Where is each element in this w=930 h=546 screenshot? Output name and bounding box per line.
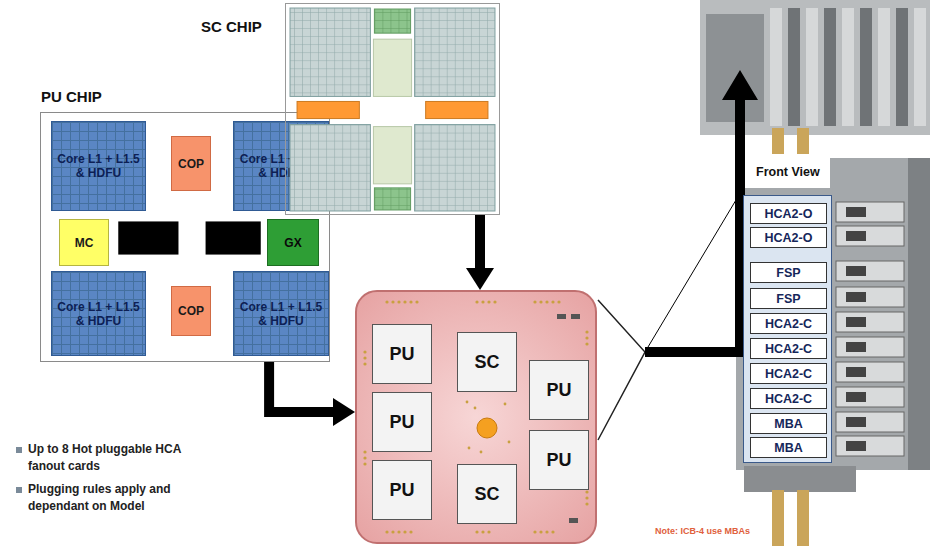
chip-outline: PU CHIPCore L1 + L1.5 & HDFUCOPCore L1 +… (40, 112, 330, 362)
card-connectors (836, 202, 904, 456)
box-label: PU (389, 344, 414, 365)
cooling-pipe (772, 490, 784, 546)
bullet-note: Up to 8 Hot pluggable HCA fanout cards (28, 441, 186, 475)
book-slot (896, 8, 908, 126)
cooling-pipe (772, 128, 784, 154)
core-block: Core L1 + L1.5 & HDFU (51, 271, 146, 356)
box-label: Core L1 + L1.5 & HDFU (54, 152, 143, 180)
box-label: MC (75, 236, 94, 250)
zoom-line (598, 300, 645, 440)
flow-arrow (269, 362, 355, 426)
core-block: Core L1 + L1.5 & HDFU (51, 121, 146, 211)
box-label: HCA2-C (765, 367, 812, 381)
sc-chip: SC (457, 464, 517, 524)
bullet (16, 447, 22, 453)
cooling-pipe (797, 128, 809, 154)
book-slot (878, 8, 890, 126)
chip-title: SC CHIP (201, 18, 262, 35)
box-label: MBA (774, 417, 802, 431)
mc-block: MC (59, 219, 109, 266)
fanout-card: HCA2-C (750, 388, 827, 409)
pu-chip: PU (372, 324, 432, 384)
mcm-module: PU SC PU PU PU PU SC (355, 290, 597, 544)
book-slot (806, 8, 818, 126)
fanout-card: HCA2-C (750, 338, 827, 359)
box-label: HCA2-C (765, 392, 812, 406)
book-photo (700, 0, 930, 135)
flow-arrow (645, 70, 758, 357)
book-part (744, 466, 856, 492)
box-label: Core L1 + L1.5 & HDFU (54, 300, 143, 328)
box-label: COP (178, 157, 204, 171)
fanout-card: HCA2-O (750, 227, 827, 248)
flow-arrow (466, 215, 494, 290)
box-label: MBA (774, 441, 802, 455)
book-photo (736, 188, 836, 470)
fanout-card: FSP (750, 262, 827, 283)
pu-chip: PU (529, 430, 589, 490)
book-slot (770, 8, 782, 126)
box-label: HCA2-C (765, 317, 812, 331)
box-label: HCA2-O (765, 207, 813, 221)
gx-block: GX (267, 219, 319, 266)
chip-title: PU CHIP (41, 88, 102, 105)
book-slot (824, 8, 836, 126)
book-slot (788, 8, 800, 126)
book-part (908, 158, 930, 470)
zoom-line (645, 200, 736, 352)
sc-chip: SC (457, 332, 517, 392)
box-label: PU (546, 380, 571, 401)
box-label: PU (389, 480, 414, 501)
box-label: FSP (776, 292, 800, 306)
core-block: Core L1 + L1.5 & HDFU (233, 271, 329, 356)
box-label: HCA2-O (765, 231, 813, 245)
box-label: PU (546, 450, 571, 471)
fanout-card: HCA2-C (750, 363, 827, 384)
box-label: Core L1 + L1.5 & HDFU (236, 300, 326, 328)
box-label: SC (474, 484, 499, 505)
connector-holes (846, 207, 866, 451)
note-text: Note: ICB-4 use MBAs (655, 525, 835, 538)
fanout-card: HCA2-C (750, 313, 827, 334)
book-photo (830, 158, 930, 470)
box-label: SC (474, 352, 499, 373)
fanout-card: MBA (750, 413, 827, 434)
box-label: FSP (776, 266, 800, 280)
chip-block (206, 221, 261, 254)
pu-chip: PU (372, 392, 432, 452)
chip-block (118, 221, 178, 254)
fanout-card: MBA (750, 437, 827, 458)
chip-outline: SC CHIP (285, 3, 500, 215)
fanout-card: FSP (750, 288, 827, 309)
card-panel: Front ViewHCA2-OHCA2-OFSPFSPHCA2-CHCA2-C… (743, 195, 832, 463)
bullet (16, 487, 22, 493)
cop-block: COP (171, 136, 211, 191)
book-slot (914, 8, 926, 126)
box-label: PU (389, 412, 414, 433)
bullet-note: Plugging rules apply and dependant on Mo… (28, 481, 186, 515)
chip-detail (286, 4, 499, 214)
pu-chip: PU (372, 460, 432, 520)
box-label: COP (178, 304, 204, 318)
box-label: GX (284, 236, 301, 250)
pu-chip: PU (529, 360, 589, 420)
box-label: HCA2-C (765, 342, 812, 356)
fanout-card: HCA2-O (750, 203, 827, 224)
book-slot (860, 8, 872, 126)
book-slot (842, 8, 854, 126)
chip-title: Front View (756, 165, 820, 179)
cop-block: COP (171, 286, 211, 336)
cooling-pipe (797, 490, 809, 546)
